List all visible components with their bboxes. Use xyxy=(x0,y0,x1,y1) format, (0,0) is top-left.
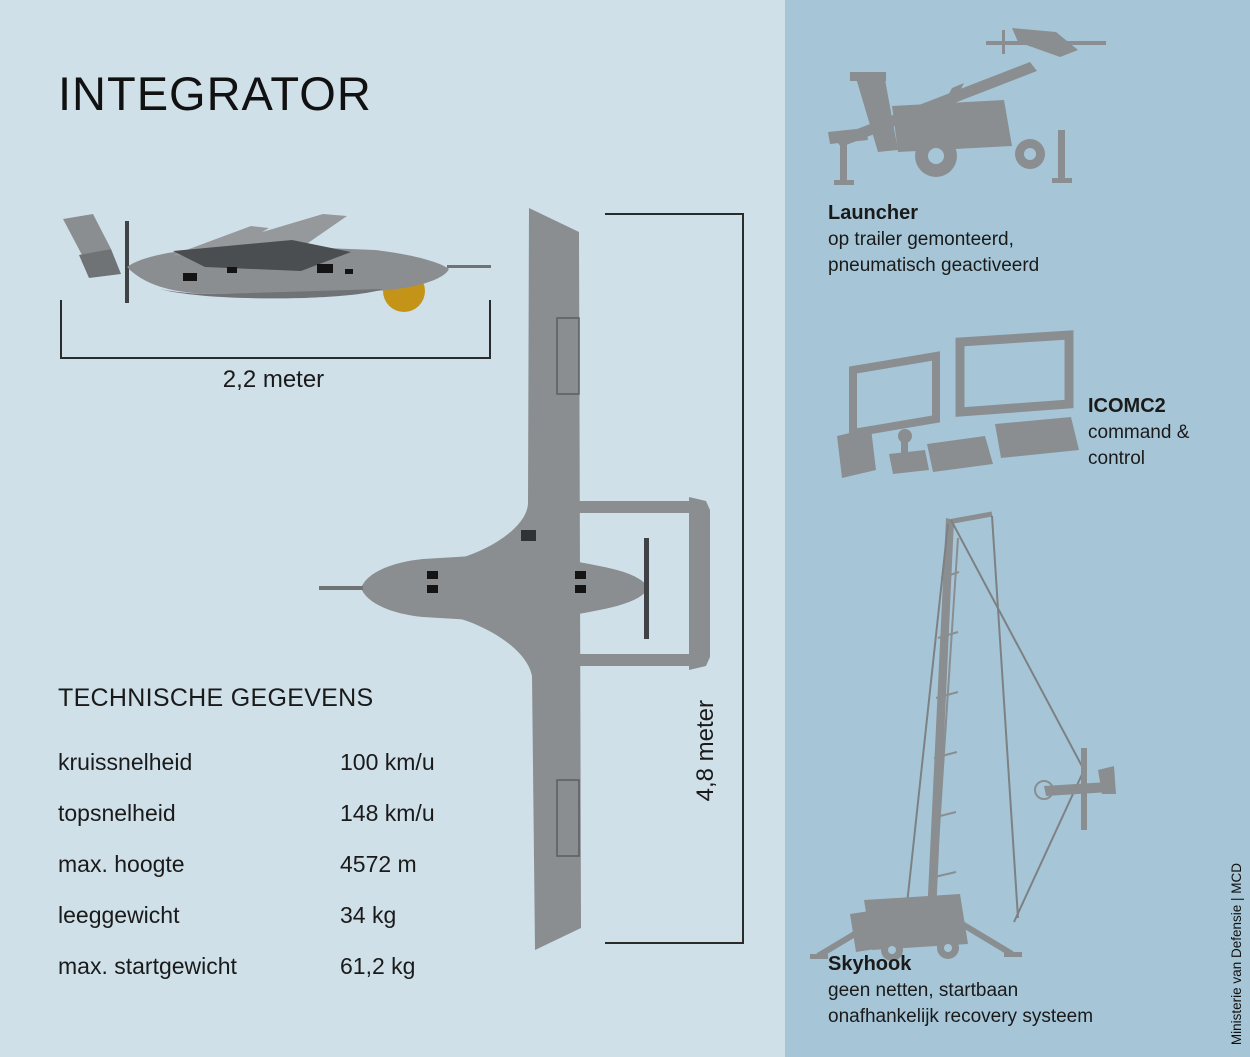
skyhook-name: Skyhook xyxy=(828,953,912,975)
spec-row-max-takeoff-weight: max. startgewicht 61,2 kg xyxy=(58,941,528,992)
credit-text: Ministerie van Defensie | MCD xyxy=(1229,862,1244,1045)
spec-label: max. startgewicht xyxy=(58,953,237,979)
command-control-workstation-illustration xyxy=(837,330,1079,478)
skyhook-description: geen netten, startbaan onafhankelijk rec… xyxy=(828,980,1094,1027)
skyhook-caption: Skyhook geen netten, startbaan onafhanke… xyxy=(828,951,1138,1029)
length-dimension-line xyxy=(60,300,491,359)
spec-label: topsnelheid xyxy=(58,800,176,826)
specs-heading: TECHNISCHE GEGEVENS xyxy=(58,684,374,712)
spec-row-top-speed: topsnelheid 148 km/u xyxy=(58,788,528,839)
spec-value: 34 kg xyxy=(340,902,397,928)
capture-cable xyxy=(950,519,1085,771)
drone-top-view-illustration xyxy=(319,208,710,950)
spec-row-max-altitude: max. hoogte 4572 m xyxy=(58,839,528,890)
icomc2-description: command & control xyxy=(1088,422,1190,469)
spec-row-empty-weight: leeggewicht 34 kg xyxy=(58,890,528,941)
icomc2-caption: ICOMC2 command & control xyxy=(1088,393,1238,471)
spec-label: max. hoogte xyxy=(58,851,185,877)
monitor xyxy=(955,330,1074,417)
spec-value: 4572 m xyxy=(340,851,417,877)
page-title: INTEGRATOR xyxy=(58,67,372,120)
base-unit xyxy=(864,894,968,950)
mast xyxy=(926,518,954,936)
wingspan-dimension-line xyxy=(605,213,744,944)
joystick xyxy=(889,450,929,474)
launcher-name: Launcher xyxy=(828,202,919,224)
propeller xyxy=(125,221,129,303)
launcher-description: op trailer gemonteerd, pneumatisch geact… xyxy=(828,229,1040,276)
skyhook-crane-illustration xyxy=(810,511,1116,961)
right-panel-background xyxy=(785,0,1250,1057)
spec-value: 100 km/u xyxy=(340,749,435,775)
pitot-probe xyxy=(319,586,363,590)
pitot-probe xyxy=(447,265,491,268)
spec-label: leeggewicht xyxy=(58,902,180,928)
length-dimension-label: 2,2 meter xyxy=(222,366,325,393)
monitor xyxy=(849,351,940,438)
spec-row-cruise-speed: kruissnelheid 100 km/u xyxy=(58,737,528,788)
wingspan-dimension-label: 4,8 meter xyxy=(692,700,719,802)
drone-side-view-illustration xyxy=(63,214,491,312)
launcher-trailer-illustration xyxy=(828,28,1106,185)
technical-specs: TECHNISCHE GEGEVENS kruissnelheid 100 km… xyxy=(58,684,528,992)
icomc2-name: ICOMC2 xyxy=(1088,395,1166,417)
console xyxy=(995,417,1079,458)
keyboard xyxy=(927,436,993,472)
spec-label: kruissnelheid xyxy=(58,749,193,775)
spec-value: 61,2 kg xyxy=(340,953,416,979)
propeller xyxy=(644,538,649,639)
spec-value: 148 km/u xyxy=(340,800,435,826)
launcher-caption: Launcher op trailer gemonteerd, pneumati… xyxy=(828,200,1078,278)
